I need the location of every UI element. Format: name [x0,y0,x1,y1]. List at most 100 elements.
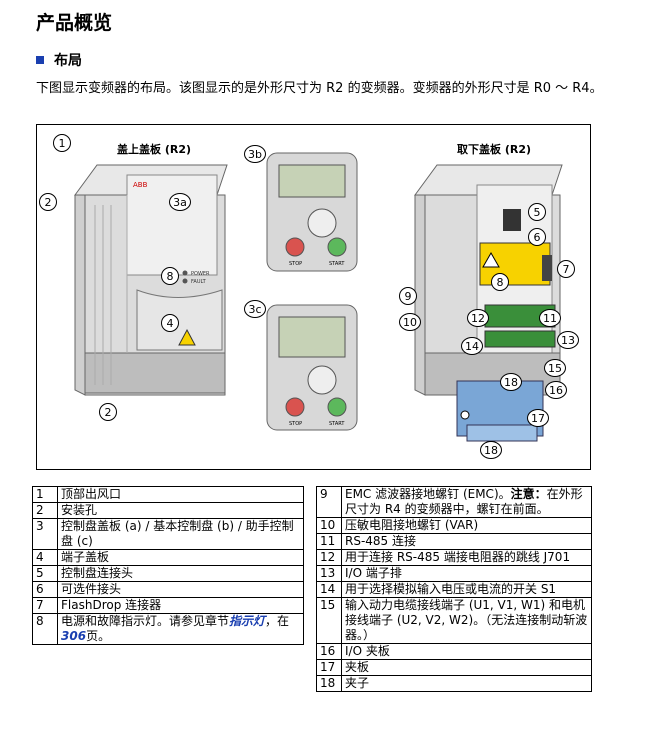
legend-text-part: 在外形尺寸为 R4 的变频器中，螺钉在前面。 [345,487,583,516]
section-heading: 布局 [36,50,82,70]
legend-text: 用于连接 RS-485 端接电阻器的跳线 J701 [341,549,592,566]
callout-9: 9 [399,287,417,305]
ground-icon [460,410,470,420]
callout-13: 13 [557,331,579,349]
legend-num: 7 [32,597,58,614]
drive-layout-figure: ABB POWER FAULT STOP START [36,124,591,470]
fault-led [182,278,188,284]
legend-num: 4 [32,549,58,566]
legend-num: 8 [32,613,58,645]
legend-text: EMC 滤波器接地螺钉 (EMC)。注意：在外形尺寸为 R4 的变频器中，螺钉在… [341,486,592,518]
legend-num: 2 [32,502,58,519]
callout-15: 15 [544,359,566,377]
callout-12: 12 [467,309,489,327]
legend-num: 12 [316,549,342,566]
callout-8-right: 8 [491,273,509,291]
legend-text-part: 电源和故障指示灯。请参见章节 [61,614,230,628]
caption-cover-on: 盖上盖板 (R2) [117,143,192,156]
indicator-lights-link[interactable]: 指示灯 [229,614,266,628]
legend-row: 9 EMC 滤波器接地螺钉 (EMC)。注意：在外形尺寸为 R4 的变频器中，螺… [316,486,592,518]
legend-text: FlashDrop 连接器 [57,597,304,614]
callout-6: 6 [528,228,546,246]
legend-num: 15 [316,597,342,644]
legend-num: 13 [316,565,342,582]
stop-label-c: STOP [289,421,302,427]
note-label: 注意： [510,487,547,501]
callout-3c: 3c [244,300,266,318]
legend-text: 夹子 [341,675,592,692]
callout-1: 1 [53,134,71,152]
legend-num: 10 [316,517,342,534]
drive-illustration: ABB POWER FAULT STOP START [74,152,563,442]
callout-14: 14 [461,337,483,355]
callout-3b: 3b [244,145,266,163]
legend-table-right: 9 EMC 滤波器接地螺钉 (EMC)。注意：在外形尺寸为 R4 的变频器中，螺… [316,486,592,692]
legend-num: 5 [32,565,58,582]
legend-text-part: 页。 [86,629,111,643]
legend-num: 16 [316,643,342,660]
legend-text: 电源和故障指示灯。请参见章节指示灯，在 306页。 [57,613,304,645]
callout-11: 11 [539,309,561,327]
legend-num: 9 [316,486,342,518]
legend-text: I/O 端子排 [341,565,592,582]
legend-row: 8 电源和故障指示灯。请参见章节指示灯，在 306页。 [32,613,304,645]
basic-control-panel-illustration: STOP START [266,152,358,272]
legend-text: 安装孔 [57,502,304,519]
power-label: POWER [191,271,210,277]
callout-7: 7 [557,260,575,278]
legend-num: 3 [32,518,58,550]
callout-2-top: 2 [39,193,57,211]
power-led [182,270,188,276]
start-label-b: START [329,261,345,267]
brand-label: ABB [133,181,148,189]
legend-num: 14 [316,581,342,598]
page-306-link[interactable]: 306 [61,629,87,643]
legend-text-part: EMC 滤波器接地螺钉 (EMC)。 [345,487,511,501]
legend-text-part: ，在 [265,614,290,628]
assistant-control-panel-illustration: STOP START [266,304,358,431]
legend-text: RS-485 连接 [341,533,592,550]
legend-text: 端子盖板 [57,549,304,566]
callout-8-left: 8 [161,267,179,285]
legend-text: I/O 夹板 [341,643,592,660]
intro-paragraph: 下图显示变频器的布局。该图显示的是外形尺寸为 R2 的变频器。变频器的外形尺寸是… [36,81,603,96]
legend-text: 用于选择模拟输入电压或电流的开关 S1 [341,581,592,598]
legend-num: 1 [32,486,58,503]
square-bullet-icon [36,56,44,64]
legend-text: 输入动力电缆接线端子 (U1, V1, W1) 和电机接线端子 (U2, V2,… [341,597,592,644]
fault-label: FAULT [191,279,207,285]
callout-18-top: 18 [500,373,522,391]
legend-text: 控制盘盖板 (a) / 基本控制盘 (b) / 助手控制盘 (c) [57,518,304,550]
legend-text: 夹板 [341,659,592,676]
callout-3a: 3a [169,193,191,211]
panel-connector-shape [503,209,521,231]
legend-num: 17 [316,659,342,676]
legend-text: 顶部出风口 [57,486,304,503]
callout-16: 16 [545,381,567,399]
page-title: 产品概览 [36,12,113,34]
callout-2-bottom: 2 [99,403,117,421]
section-title: 布局 [54,53,82,69]
drive-cover-on-illustration: ABB POWER FAULT [74,164,228,396]
caption-cover-off: 取下盖板 (R2) [457,143,532,156]
legend-text: 压敏电阻接地螺钉 (VAR) [341,517,592,534]
legend-text: 控制盘连接头 [57,565,304,582]
legend-text: 可选件接头 [57,581,304,598]
callout-17: 17 [527,409,549,427]
